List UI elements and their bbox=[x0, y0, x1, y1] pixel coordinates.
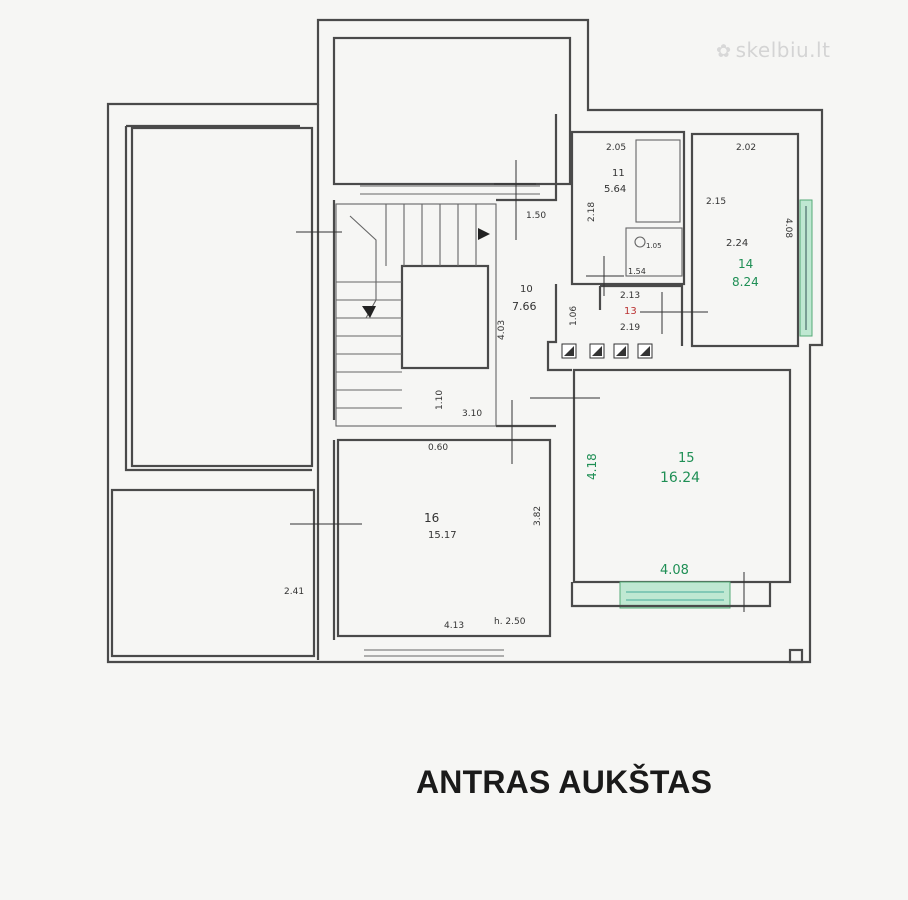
dim-label: 3.10 bbox=[462, 409, 482, 419]
toilet-icon bbox=[634, 236, 646, 248]
room-14 bbox=[690, 132, 800, 348]
room-10-area: 7.66 bbox=[512, 300, 537, 313]
room-13-walls bbox=[598, 284, 684, 346]
dim-label: 2.02 bbox=[736, 143, 756, 153]
room-15-number: 15 bbox=[678, 451, 695, 466]
central-wall bbox=[316, 104, 336, 660]
dim-label: 4.08 bbox=[783, 218, 793, 238]
dim-label: 1.10 bbox=[435, 390, 445, 410]
room-15-window bbox=[619, 581, 731, 609]
ventilation-blocks bbox=[561, 343, 653, 359]
dim-label: 2.15 bbox=[706, 197, 726, 207]
stair-treads bbox=[336, 204, 490, 409]
room-11-area: 5.64 bbox=[604, 184, 626, 195]
room-11 bbox=[570, 130, 686, 286]
corner-column bbox=[788, 648, 804, 664]
room-14-number: 14 bbox=[738, 257, 753, 271]
dim-label: 2.18 bbox=[587, 202, 597, 222]
door-markers bbox=[290, 160, 745, 612]
room-13-number: 13 bbox=[624, 306, 637, 317]
inner-outer-wall bbox=[124, 124, 312, 472]
room-12-area: 1.54 bbox=[628, 267, 646, 276]
dim-label: 2.13 bbox=[620, 291, 640, 301]
stair-well bbox=[400, 264, 490, 370]
top-balcony bbox=[332, 36, 572, 186]
dim-label: 4.08 bbox=[660, 563, 689, 578]
room-15-area: 16.24 bbox=[660, 470, 700, 486]
watermark-logo-icon: ✿ bbox=[716, 41, 732, 62]
dim-label: 3.82 bbox=[533, 506, 543, 526]
floor-title: ANTRAS AUKŠTAS bbox=[416, 764, 713, 800]
room-16 bbox=[336, 438, 552, 638]
bathtub bbox=[635, 139, 681, 223]
lower-left-terrace bbox=[110, 488, 316, 658]
hallway-walls bbox=[496, 114, 572, 428]
room-16-area: 15.17 bbox=[428, 530, 457, 541]
outer-wall bbox=[106, 18, 824, 664]
room-13-area: 2.24 bbox=[726, 238, 748, 249]
dim-label: h. 2.50 bbox=[494, 617, 526, 627]
watermark-text: skelbiu.lt bbox=[735, 38, 831, 62]
watermark: ✿skelbiu.lt bbox=[716, 38, 830, 62]
room-labels: 10 7.66 11 5.64 1.54 13 2.24 14 8.24 15 … bbox=[424, 168, 759, 541]
dimension-labels: 2.05 2.02 2.18 1.50 4.08 2.15 1.05 2.13 … bbox=[284, 143, 793, 631]
room-12 bbox=[625, 227, 683, 277]
dim-label: 2.19 bbox=[620, 323, 640, 333]
dim-label: 4.13 bbox=[444, 621, 464, 631]
dim-label: 1.06 bbox=[569, 306, 579, 326]
room-14-area: 8.24 bbox=[732, 275, 759, 289]
dim-label: 0.60 bbox=[428, 443, 448, 453]
room-16-number: 16 bbox=[424, 511, 439, 525]
room-11-number: 11 bbox=[612, 168, 625, 179]
room-10-number: 10 bbox=[520, 284, 533, 295]
left-terrace bbox=[130, 126, 314, 468]
dim-label: 4.18 bbox=[585, 453, 599, 480]
staircase bbox=[335, 203, 497, 427]
dim-label: 1.50 bbox=[526, 211, 546, 221]
dim-label: 2.41 bbox=[284, 587, 304, 597]
dim-label: 4.03 bbox=[497, 320, 507, 340]
dim-label: 2.05 bbox=[606, 143, 626, 153]
dim-label: 1.05 bbox=[646, 242, 662, 250]
